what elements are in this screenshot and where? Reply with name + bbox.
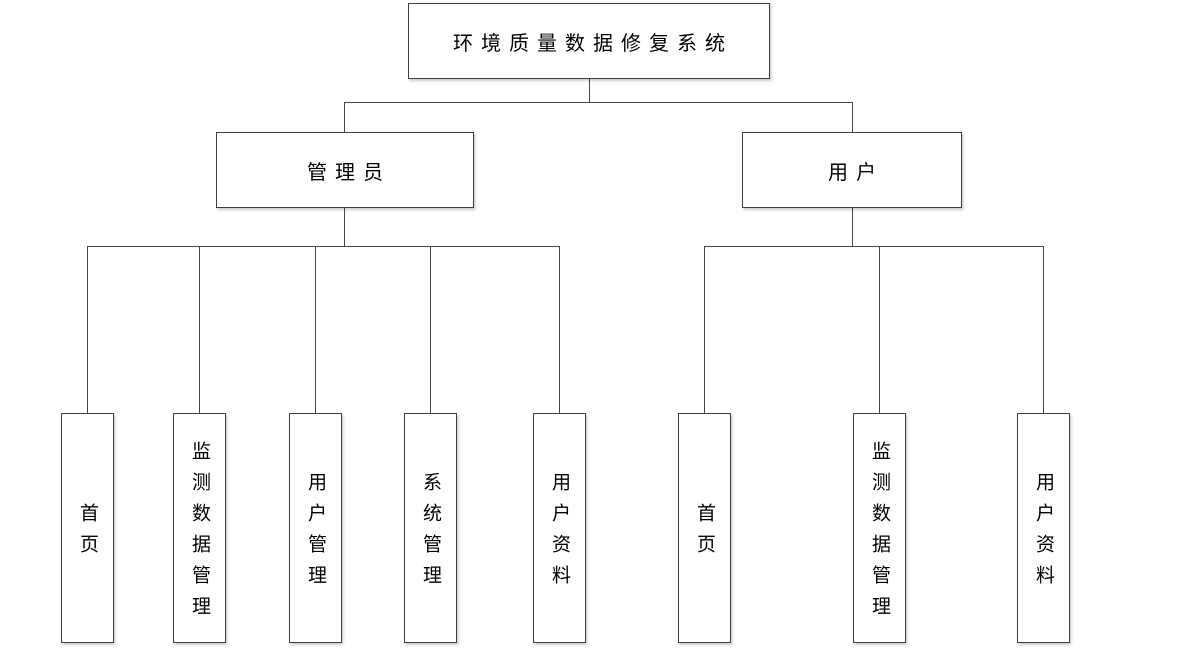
node-admin-system-mgmt: 系统管理	[404, 413, 457, 643]
node-admin-home: 首页	[61, 413, 114, 643]
node-user-monitoring-data-mgmt-label: 监测数据管理	[869, 441, 890, 627]
connector-drop-user-1	[703, 246, 706, 414]
connector-drop-admin-3	[314, 246, 317, 414]
connector-bus-admin	[86, 246, 561, 248]
connector-drop-user-3	[1042, 246, 1045, 414]
connector-drop-admin-2	[198, 246, 201, 414]
node-root-label: 环境质量数据修复系统	[453, 32, 733, 55]
connector-drop-admin-5	[558, 246, 561, 414]
node-admin-user-mgmt: 用户管理	[289, 413, 342, 643]
connector-bus-top	[344, 102, 853, 104]
node-admin-user-profile-label: 用户资料	[549, 472, 570, 596]
node-admin-user-profile: 用户资料	[533, 413, 586, 643]
node-user-label: 用户	[828, 161, 884, 184]
node-user: 用户	[742, 132, 962, 208]
connector-admin-stem	[344, 208, 346, 247]
node-admin-home-label: 首页	[77, 503, 98, 565]
connector-drop-user-2	[878, 246, 881, 414]
connector-user-stem	[851, 208, 853, 247]
node-user-home: 首页	[678, 413, 731, 643]
node-admin-label: 管理员	[307, 161, 391, 184]
node-admin-monitoring-data-mgmt-label: 监测数据管理	[189, 441, 210, 627]
node-user-monitoring-data-mgmt: 监测数据管理	[853, 413, 906, 643]
connector-drop-user	[851, 102, 853, 133]
connector-drop-admin-1	[86, 246, 89, 414]
node-admin-system-mgmt-label: 系统管理	[420, 472, 441, 596]
node-admin: 管理员	[216, 132, 474, 208]
node-root: 环境质量数据修复系统	[408, 3, 770, 79]
connector-root-stem	[588, 79, 590, 103]
node-admin-user-mgmt-label: 用户管理	[305, 472, 326, 596]
connector-bus-user	[703, 246, 1045, 248]
node-user-user-profile-label: 用户资料	[1033, 472, 1054, 596]
connector-drop-admin-4	[429, 246, 432, 414]
node-user-home-label: 首页	[694, 503, 715, 565]
connector-drop-admin	[344, 102, 346, 133]
node-admin-monitoring-data-mgmt: 监测数据管理	[173, 413, 226, 643]
node-user-user-profile: 用户资料	[1017, 413, 1070, 643]
